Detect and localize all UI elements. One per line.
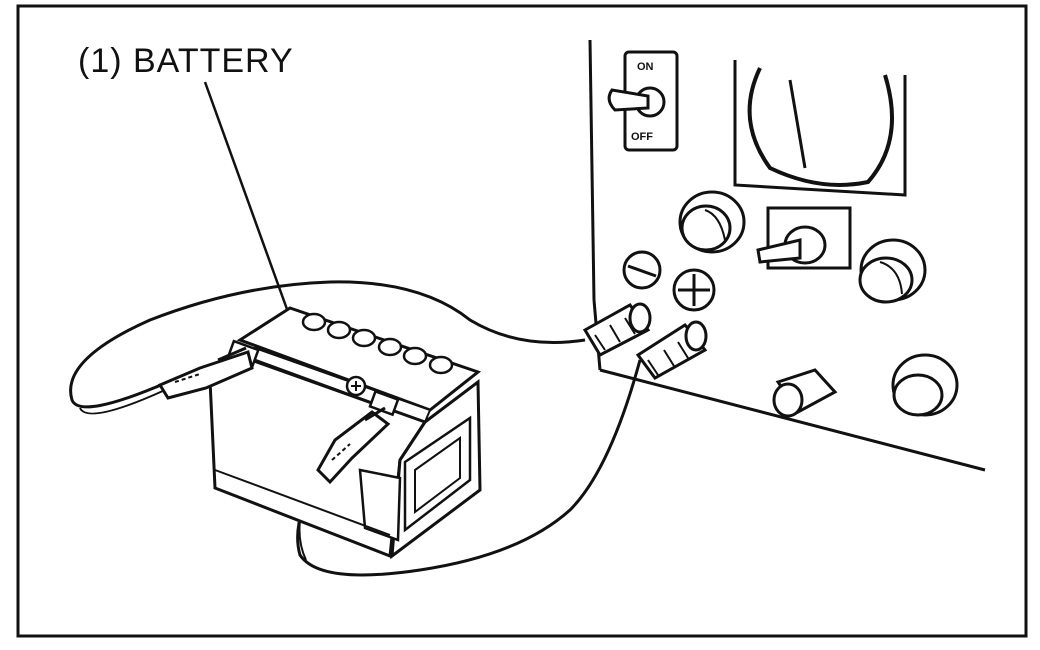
battery-side-panel <box>403 415 472 533</box>
battery <box>208 306 482 560</box>
battery-cell-caps <box>301 312 454 375</box>
gauge-dial <box>747 67 895 187</box>
lower-knob-right <box>891 353 959 417</box>
center-toggle-switch <box>756 206 852 270</box>
battery-side-inner-panel <box>414 436 461 515</box>
cable-negative <box>69 280 586 409</box>
figure-frame <box>16 4 1028 638</box>
screw-slotted <box>622 250 662 290</box>
control-panel: ON OFF <box>582 39 986 472</box>
battery-front-panel <box>358 468 402 542</box>
cable-positive <box>296 359 642 577</box>
battery-base-line <box>214 469 391 536</box>
gauge <box>733 60 907 197</box>
screw-cross <box>672 268 716 312</box>
clamp-negative <box>157 346 254 400</box>
battery-callout-label: (1) BATTERY <box>78 42 294 80</box>
switch-on-label: ON <box>637 61 654 73</box>
cable-negative-inner <box>79 389 166 415</box>
switch-lever <box>607 88 650 112</box>
lower-fitting-left <box>772 368 838 418</box>
clamp-positive <box>316 406 391 485</box>
panel-edge <box>588 39 986 472</box>
switch-off-label: OFF <box>631 131 653 143</box>
main-switch: ON OFF <box>607 50 679 152</box>
dc-plug-upper <box>582 302 652 357</box>
gauge-housing <box>733 60 907 197</box>
callout-leader-line <box>203 81 290 313</box>
dc-plug-lower <box>635 320 708 380</box>
battery-terminal-positive <box>345 375 400 417</box>
gauge-needle <box>788 79 807 169</box>
knob-left <box>678 190 746 254</box>
knob-right <box>858 238 927 304</box>
